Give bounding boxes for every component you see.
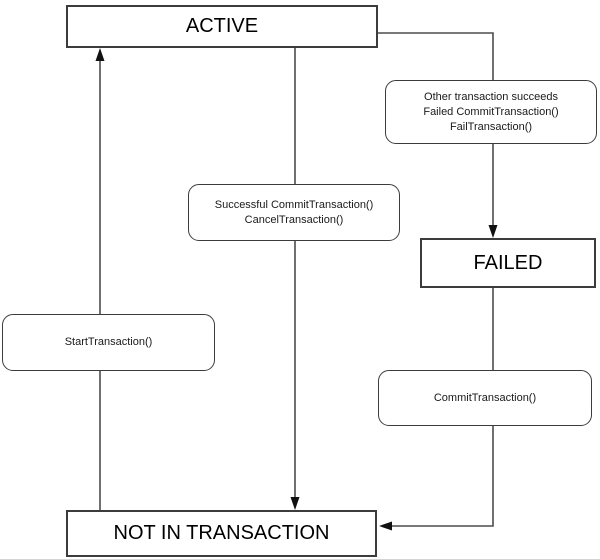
state-not-in-transaction-label: NOT IN TRANSACTION bbox=[113, 522, 330, 544]
transition-label-not-in-transaction-to-active: StartTransaction() bbox=[2, 314, 215, 371]
arrowhead-up-into-active bbox=[95, 48, 105, 61]
state-failed-label: FAILED bbox=[473, 251, 543, 274]
edge-commit-box-to-not-in-transaction bbox=[391, 425, 494, 527]
transition-line: FailTransaction() bbox=[449, 120, 533, 133]
transition-line: StartTransaction() bbox=[64, 336, 153, 348]
transition-line: Successful CommitTransaction() bbox=[214, 198, 374, 211]
edge-active-to-failed-elbow bbox=[378, 32, 494, 80]
transition-line: CommitTransaction() bbox=[433, 391, 537, 404]
transition-line: Other transaction succeeds bbox=[424, 90, 558, 103]
arrowhead-down-into-failed bbox=[488, 225, 498, 238]
state-active: ACTIVE bbox=[66, 5, 378, 48]
state-not-in-transaction: NOT IN TRANSACTION bbox=[66, 510, 377, 557]
arrowhead-down-into-not-in-transaction bbox=[290, 497, 300, 510]
arrowhead-left-into-not-in-transaction bbox=[379, 521, 392, 531]
state-active-label: ACTIVE bbox=[185, 15, 259, 37]
transition-label-active-to-not-in-transaction: Successful CommitTransaction() CancelTra… bbox=[188, 184, 400, 241]
transition-label-failed-to-not-in-transaction: CommitTransaction() bbox=[378, 370, 592, 426]
state-failed: FAILED bbox=[420, 238, 596, 288]
transition-line: Failed CommitTransaction() bbox=[423, 105, 559, 118]
transition-label-active-to-failed: Other transaction succeeds Failed Commit… bbox=[385, 80, 597, 144]
transition-line: CancelTransaction() bbox=[244, 213, 344, 226]
